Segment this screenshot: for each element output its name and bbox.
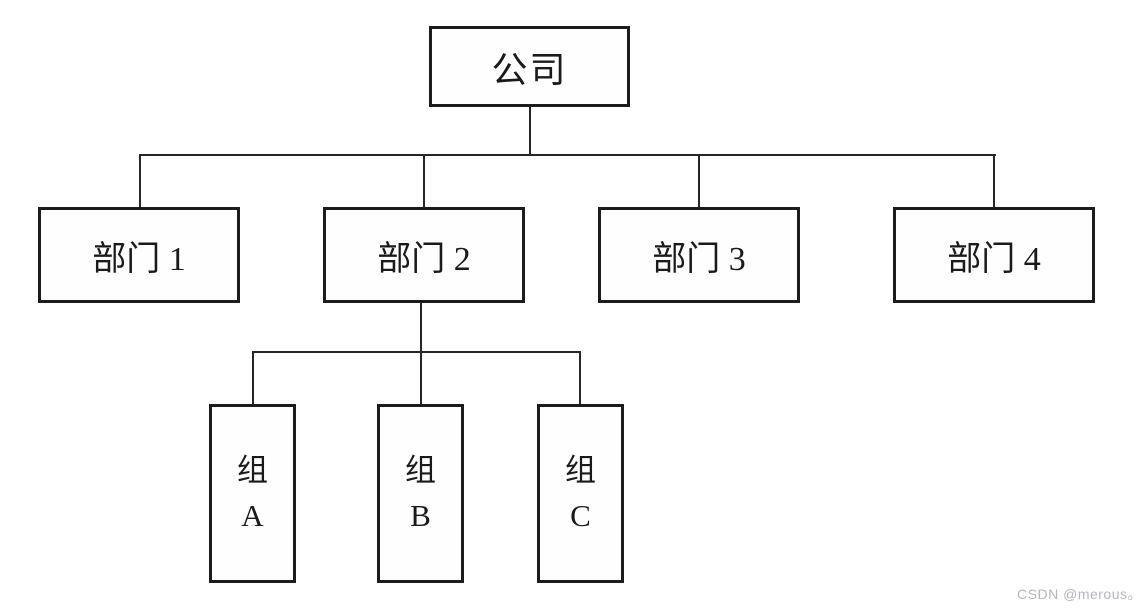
connector-drop-dept3 <box>698 154 700 207</box>
org-node-dept1: 部门 1 <box>38 207 240 303</box>
watermark-text: CSDN @merous。 <box>1017 586 1142 602</box>
connector-drop-group-b <box>420 351 422 404</box>
connector-drop-dept2 <box>423 154 425 207</box>
group-c-line1: 组 <box>565 452 596 488</box>
org-node-group-b-label: 组 B <box>405 449 436 539</box>
org-node-dept3-label: 部门 3 <box>652 240 746 278</box>
connector-dept2-stem <box>420 303 422 351</box>
group-a-line1: 组 <box>237 452 268 488</box>
org-node-dept2: 部门 2 <box>323 207 525 303</box>
org-node-dept1-label: 部门 1 <box>92 240 186 278</box>
connector-drop-group-a <box>252 351 254 404</box>
org-node-dept4-label: 部门 4 <box>947 240 1041 278</box>
connector-drop-dept4 <box>993 154 995 207</box>
org-node-dept4: 部门 4 <box>893 207 1095 303</box>
group-b-line2: B <box>410 497 431 533</box>
org-node-group-c: 组 C <box>537 404 624 583</box>
org-node-group-b: 组 B <box>377 404 464 583</box>
connector-level2-bus <box>139 154 996 156</box>
group-a-line2: A <box>241 497 264 533</box>
org-node-group-a: 组 A <box>209 404 296 583</box>
connector-level3-bus <box>252 351 581 353</box>
org-node-group-a-label: 组 A <box>237 449 268 539</box>
group-b-line1: 组 <box>405 452 436 488</box>
group-c-line2: C <box>570 497 591 533</box>
org-node-company: 公司 <box>429 26 630 107</box>
org-node-group-c-label: 组 C <box>565 449 596 539</box>
org-node-dept2-label: 部门 2 <box>377 240 471 278</box>
connector-drop-group-c <box>579 351 581 404</box>
connector-drop-dept1 <box>139 154 141 207</box>
org-node-dept3: 部门 3 <box>598 207 800 303</box>
org-node-company-label: 公司 <box>491 49 568 90</box>
connector-root-stem <box>529 107 531 155</box>
